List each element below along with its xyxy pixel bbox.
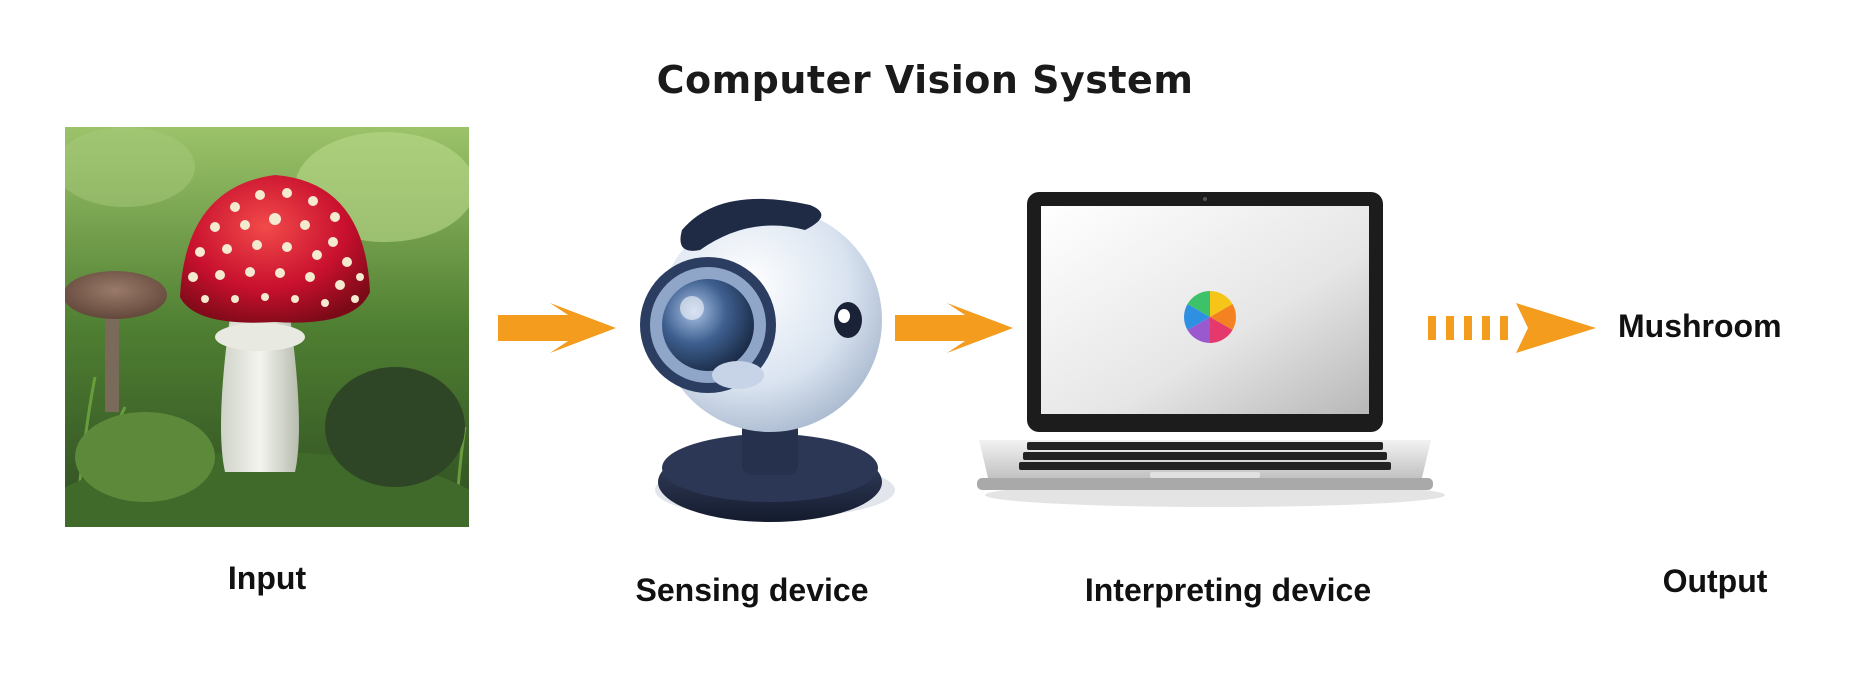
interpreting-device-label: Interpreting device bbox=[1084, 572, 1372, 608]
arrow-icon bbox=[895, 303, 1015, 353]
laptop-icon bbox=[975, 190, 1445, 510]
output-label: Output bbox=[1662, 563, 1768, 599]
input-label: Input bbox=[227, 560, 307, 596]
webcam-icon bbox=[630, 190, 900, 550]
arrow-icon bbox=[498, 303, 618, 353]
result-label: Mushroom bbox=[1618, 308, 1782, 344]
spinner-icon bbox=[1183, 290, 1237, 344]
sensing-device-label: Sensing device bbox=[635, 572, 869, 608]
diagram-title: Computer Vision System bbox=[656, 58, 1194, 102]
output-arrow-icon bbox=[1428, 303, 1598, 353]
mushroom-photo bbox=[65, 127, 469, 527]
